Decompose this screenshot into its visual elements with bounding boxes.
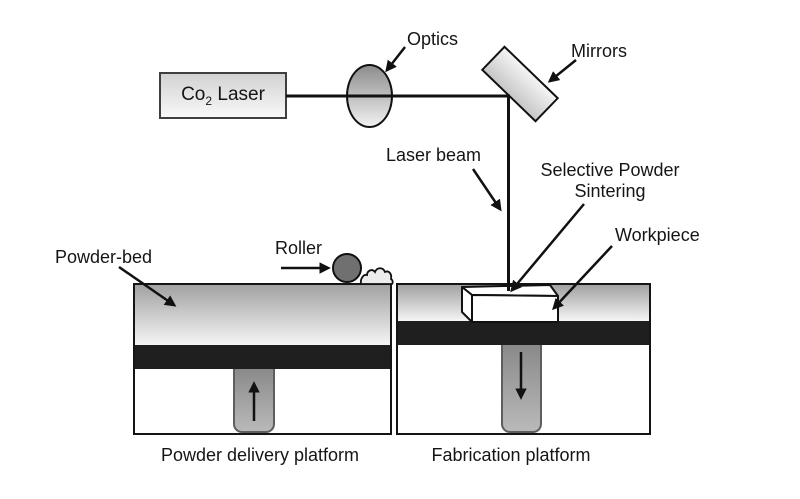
mirrors-label: Mirrors bbox=[571, 41, 627, 61]
laser-beam-label: Laser beam bbox=[386, 145, 482, 165]
powder-delivery-platform-label: Powder delivery platform bbox=[160, 445, 360, 465]
powder-bed-layer bbox=[135, 285, 390, 345]
laser-beam-arrow bbox=[471, 168, 502, 212]
selective-powder-line1: Selective Powder bbox=[540, 160, 680, 180]
powder-pile-shape bbox=[359, 267, 394, 285]
roller-shape bbox=[332, 253, 362, 283]
workpiece-label: Workpiece bbox=[615, 225, 700, 245]
sintering-arrow bbox=[510, 203, 585, 293]
fabrication-piston bbox=[501, 345, 542, 433]
powder-bed-label: Powder-bed bbox=[55, 247, 153, 267]
optics-label: Optics bbox=[407, 29, 459, 49]
powder-delivery-assembly bbox=[133, 283, 392, 435]
optics-lens-shape bbox=[346, 64, 393, 128]
fabrication-bed-layer bbox=[398, 285, 649, 321]
powder-delivery-platform-plate bbox=[135, 345, 390, 369]
mirrors-arrow bbox=[547, 59, 577, 83]
selective-powder-line2: Sintering bbox=[574, 180, 646, 201]
fabrication-platform-label: Fabrication platform bbox=[431, 445, 591, 465]
mirror-shape bbox=[480, 45, 560, 123]
optics-arrow bbox=[385, 46, 406, 73]
selective-powder-sintering-label: Selective Powder Sintering bbox=[529, 160, 691, 201]
laser-beam-lines bbox=[286, 94, 510, 291]
fabrication-platform-plate bbox=[398, 321, 649, 345]
powder-delivery-piston bbox=[233, 369, 275, 433]
roller-label: Roller bbox=[275, 238, 323, 258]
